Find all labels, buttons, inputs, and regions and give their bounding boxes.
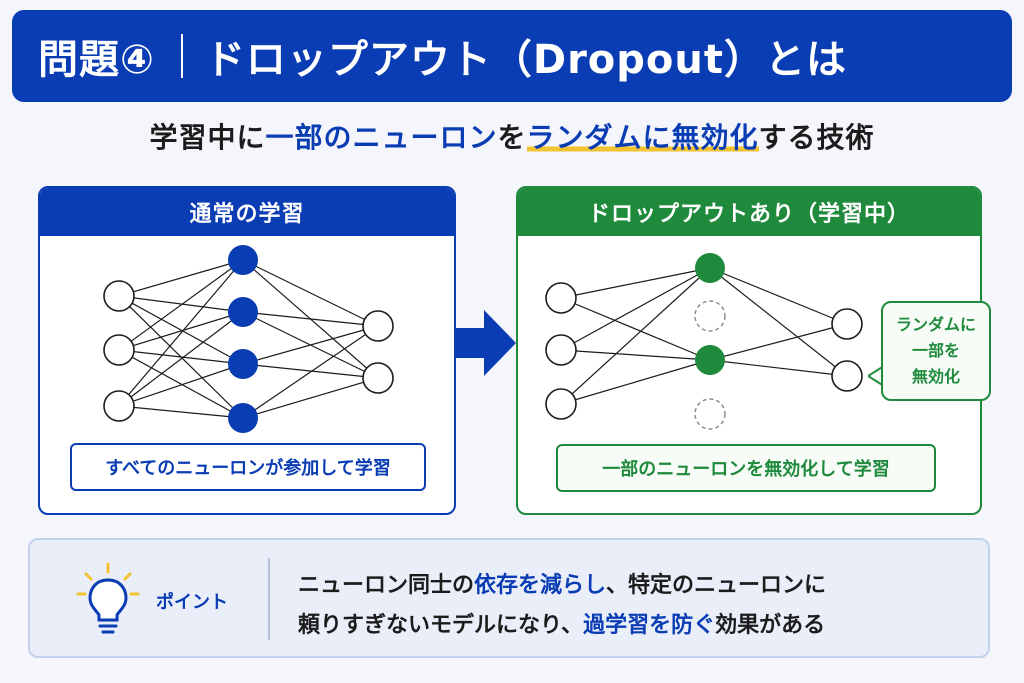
normal-connections (118, 259, 379, 419)
subtitle-part-2: 一部のニューロン (265, 121, 498, 154)
point-line-1-b: 依存を減らし (474, 573, 607, 598)
subtitle: 学習中に一部のニューロンをランダムに無効化する技術 (0, 116, 1024, 156)
point-box: ポイント ニューロン同士の依存を減らし、特定のニューロンに 頼りすぎないモデルに… (28, 538, 990, 658)
output-neuron (362, 362, 394, 394)
page-title: ドロップアウト（Dropout）とは (204, 37, 847, 83)
point-line-2-c: 効果がある (715, 613, 826, 638)
hidden-neuron-active (695, 253, 725, 283)
normal-training-title: 通常の学習 (40, 188, 454, 236)
subtitle-part-4: ランダムに無効化 (526, 121, 759, 154)
header-banner: 問題④ ドロップアウト（Dropout）とは (12, 10, 1012, 102)
bubble-line-3: 無効化 (911, 367, 960, 386)
hidden-neuron-active (228, 403, 258, 433)
dropout-training-title: ドロップアウトあり（学習中） (518, 188, 980, 236)
dropout-training-caption: 一部のニューロンを無効化して学習 (556, 444, 936, 492)
input-neuron (545, 334, 577, 366)
normal-network-diagram (103, 245, 394, 433)
point-divider (268, 558, 270, 640)
hidden-neuron-active (695, 345, 725, 375)
normal-training-panel: 通常の学習 すべてのニューロンが参加して学習 (38, 186, 456, 515)
dropout-training-panel: ドロップアウトあり（学習中） 一部のニューロンを無効化して学習 (516, 186, 982, 515)
bubble-line-2: 一部を (911, 341, 960, 360)
hidden-neuron-dropped (694, 300, 726, 332)
right-arrow-icon (456, 310, 516, 376)
dropout-connections (560, 267, 848, 405)
point-line-2: 頼りすぎないモデルになり、過学習を防ぐ効果がある (298, 606, 826, 646)
input-neuron (545, 282, 577, 314)
hidden-neuron-active (228, 297, 258, 327)
input-neuron (545, 388, 577, 420)
header-divider (180, 34, 183, 78)
output-neuron (831, 360, 863, 392)
subtitle-part-1: 学習中に (149, 121, 266, 154)
problem-number: 問題④ (38, 37, 155, 83)
dropout-network-diagram (545, 253, 863, 430)
hidden-neuron-active (228, 245, 258, 275)
input-neuron (103, 334, 135, 366)
output-neuron (362, 310, 394, 342)
subtitle-part-5: する技術 (758, 121, 875, 154)
subtitle-part-3: を (497, 121, 527, 154)
point-line-2-a: 頼りすぎないモデルになり、 (298, 613, 584, 638)
point-line-1: ニューロン同士の依存を減らし、特定のニューロンに (298, 566, 826, 606)
dropout-callout-bubble: ランダムに 一部を 無効化 (881, 301, 991, 401)
point-line-1-c: 、特定のニューロンに (606, 573, 827, 598)
output-neuron (831, 308, 863, 340)
input-neuron (103, 390, 135, 422)
point-text: ニューロン同士の依存を減らし、特定のニューロンに 頼りすぎないモデルになり、過学… (298, 566, 826, 646)
bubble-line-1: ランダムに (895, 315, 976, 334)
point-line-1-a: ニューロン同士の (298, 573, 475, 598)
hidden-neuron-active (228, 349, 258, 379)
hidden-neuron-dropped (694, 398, 726, 430)
lightbulb-icon (76, 562, 140, 634)
normal-training-caption: すべてのニューロンが参加して学習 (70, 443, 426, 491)
point-line-2-b: 過学習を防ぐ (583, 613, 716, 638)
point-label: ポイント (156, 592, 228, 613)
input-neuron (103, 280, 135, 312)
